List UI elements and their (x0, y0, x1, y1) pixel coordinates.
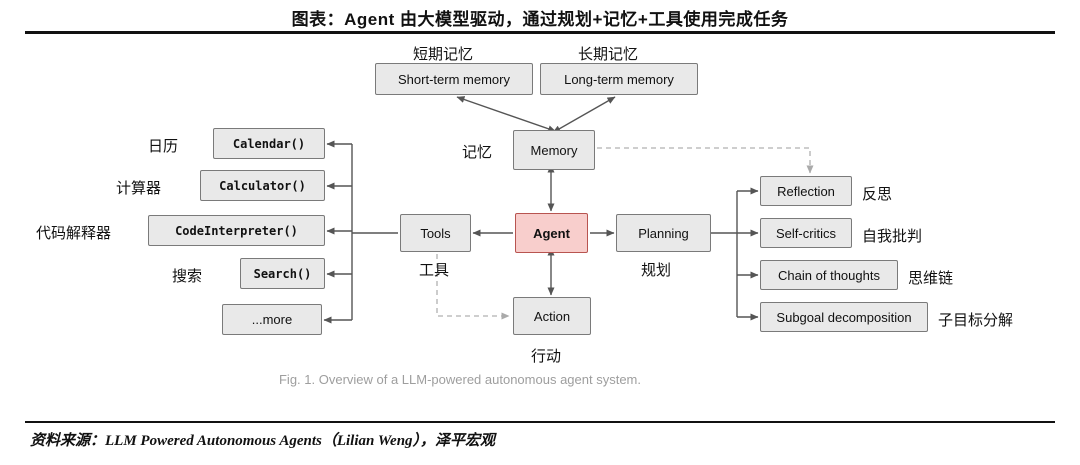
node-memory: Memory (513, 130, 595, 170)
label-action-cn: 行动 (531, 348, 562, 365)
source-note: 资料来源：LLM Powered Autonomous Agents（Lilia… (30, 433, 496, 449)
node-planning: Planning (616, 214, 711, 252)
dashed-memory-reflection (597, 147, 814, 174)
node-tools: Tools (400, 214, 471, 252)
label-calculator-cn: 计算器 (116, 180, 162, 197)
arrow-memory-longterm (552, 96, 616, 133)
label-codeinterpreter-cn: 代码解释器 (36, 225, 112, 242)
node-agent: Agent (515, 213, 588, 253)
label-memory-cn: 记忆 (462, 144, 493, 161)
label-reflection-cn: 反思 (862, 186, 893, 203)
label-long-term-cn: 长期记忆 (578, 46, 639, 63)
figure-title: 图表：Agent 由大模型驱动，通过规划+记忆+工具使用完成任务 (291, 10, 789, 29)
title-divider (25, 31, 1055, 34)
label-calendar-cn: 日历 (148, 138, 179, 155)
node-subgoal-decomposition: Subgoal decomposition (760, 302, 928, 332)
label-search-cn: 搜索 (172, 268, 203, 285)
label-chain-of-thoughts-cn: 思维链 (908, 270, 954, 287)
node-calendar: Calendar() (213, 128, 325, 159)
label-planning-cn: 规划 (641, 262, 672, 279)
node-search: Search() (240, 258, 325, 289)
node-calculator: Calculator() (200, 170, 325, 201)
node-reflection: Reflection (760, 176, 852, 206)
label-short-term-cn: 短期记忆 (413, 46, 474, 63)
arrow-memory-shortterm (456, 96, 557, 133)
footer-divider (25, 421, 1055, 423)
node-codeinterpreter: CodeInterpreter() (148, 215, 325, 246)
label-self-critics-cn: 自我批判 (862, 228, 923, 245)
node-self-critics: Self-critics (760, 218, 852, 248)
label-subgoal-decomposition-cn: 子目标分解 (938, 312, 1014, 329)
node-long-term-memory: Long-term memory (540, 63, 698, 95)
node-short-term-memory: Short-term memory (375, 63, 533, 95)
node-more-tools: ...more (222, 304, 322, 335)
figure-caption: Fig. 1. Overview of a LLM-powered autono… (278, 372, 641, 387)
label-tools-cn: 工具 (419, 262, 450, 279)
node-action: Action (513, 297, 591, 335)
node-chain-of-thoughts: Chain of thoughts (760, 260, 898, 290)
